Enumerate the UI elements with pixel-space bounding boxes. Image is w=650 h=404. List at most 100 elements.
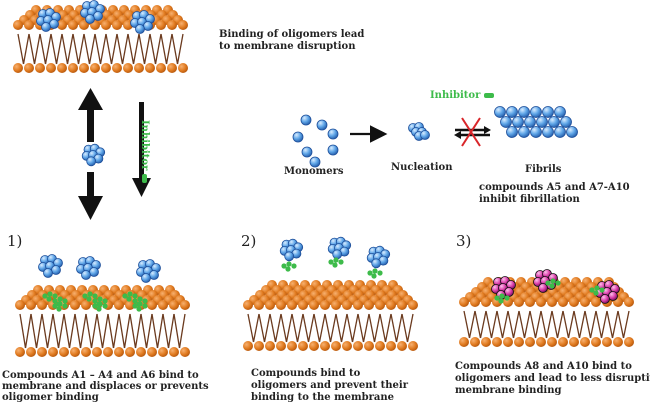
inhibitor-atom <box>126 296 132 302</box>
monomer <box>284 251 295 262</box>
lipid-head <box>459 337 469 347</box>
monomer <box>41 22 51 32</box>
inhibitor-atom <box>52 293 58 299</box>
monomer <box>530 126 542 138</box>
embedded-inhibitor <box>52 301 68 312</box>
lipid-head <box>178 20 188 30</box>
lipid-head <box>169 347 179 357</box>
lipid-head <box>624 297 634 307</box>
lipid-head <box>265 341 275 351</box>
lipid-head <box>558 297 568 307</box>
embedded-inhibitor <box>122 291 138 302</box>
lipid-head <box>254 341 264 351</box>
monomer <box>86 156 97 167</box>
lipid-head <box>569 297 579 307</box>
lipid-head <box>70 347 80 357</box>
lipid-head <box>514 297 524 307</box>
lipid-head <box>15 300 25 310</box>
panel-1-caption-line3: oligomer binding <box>2 392 99 403</box>
lipid-head <box>525 297 535 307</box>
bound-inhibitor <box>589 285 605 296</box>
lipid-head <box>287 341 297 351</box>
lipid-head <box>15 347 25 357</box>
monomer <box>600 294 610 304</box>
inhibitor-atom <box>87 291 93 297</box>
monomer <box>43 268 53 278</box>
inhibitor-atom <box>136 306 142 312</box>
inhibitor-atom <box>285 266 291 272</box>
inhibitor-down-arrow <box>132 102 151 197</box>
bound-inhibitor <box>494 293 510 304</box>
lipid-head <box>602 337 612 347</box>
lipid-head <box>134 63 144 73</box>
lipid-head <box>112 63 122 73</box>
lipid-head <box>470 297 480 307</box>
monomer <box>135 24 145 34</box>
oligomer <box>136 259 161 283</box>
lipid-head <box>59 347 69 357</box>
lipid-head <box>591 297 601 307</box>
monomer <box>300 114 312 126</box>
embedded-inhibitor <box>92 301 108 312</box>
inhibitor-atom <box>377 270 383 276</box>
monomer <box>327 128 339 140</box>
inhibitor-atom <box>499 293 505 299</box>
inhibitor-atom <box>545 280 551 286</box>
lipid-head <box>26 347 36 357</box>
lipid-head <box>276 300 286 310</box>
fibrillation-note-line2: inhibit fibrillation <box>479 194 580 205</box>
monomer <box>500 116 512 128</box>
lipid-head <box>580 297 590 307</box>
monomer <box>538 283 548 293</box>
lipid-head <box>481 297 491 307</box>
inhibitor-atom <box>286 261 292 267</box>
lipid-head <box>569 337 579 347</box>
pathway-inhibitor-label: Inhibitor <box>430 90 494 102</box>
lipid-head <box>70 300 80 310</box>
lipid-head <box>57 63 67 73</box>
inhibitor-atom <box>137 296 143 302</box>
lipid-head <box>331 300 341 310</box>
lipid-head <box>397 341 407 351</box>
lipid-head <box>276 341 286 351</box>
lipid-head <box>613 337 623 347</box>
monomer <box>542 126 554 138</box>
lipid-head <box>547 297 557 307</box>
side-inhibitor-text: Inhibitor <box>139 120 150 171</box>
side-inhibitor-label: Inhibitor <box>138 120 150 183</box>
lipid-head <box>114 347 124 357</box>
monomer <box>420 130 430 140</box>
bound-inhibitor <box>367 268 383 279</box>
monomer <box>536 116 548 128</box>
lipid-head <box>459 297 469 307</box>
monomer <box>506 126 518 138</box>
lipid-head <box>101 63 111 73</box>
lipid-head <box>167 63 177 73</box>
lipid-head <box>470 337 480 347</box>
inhibitor-atom <box>62 303 68 309</box>
lipid-head <box>558 337 568 347</box>
embedded-inhibitor <box>82 291 98 302</box>
lipid-head <box>13 20 23 30</box>
inhibitor-atom <box>97 301 103 307</box>
lipid-head <box>103 347 113 357</box>
inhibitor-atom <box>52 303 58 309</box>
monomer <box>327 144 339 156</box>
lipid-head <box>492 337 502 347</box>
lipid-head <box>320 341 330 351</box>
monomer <box>518 106 530 118</box>
lipid-head <box>24 20 34 30</box>
lipid-head <box>125 300 135 310</box>
inhibitor-atom <box>86 296 92 302</box>
monomer <box>85 14 95 24</box>
bound-inhibitor <box>281 261 297 272</box>
inhibitor-atom <box>498 298 504 304</box>
panel-1-number: 1) <box>7 232 23 250</box>
inhibitor-atom <box>367 270 373 276</box>
lipid-head <box>503 337 513 347</box>
inhibitor-atom <box>549 283 555 289</box>
inhibitor-atom <box>291 263 297 269</box>
lipid-head <box>481 337 491 347</box>
inhibitor-atom <box>132 293 138 299</box>
inhibitor-atom <box>92 298 98 304</box>
